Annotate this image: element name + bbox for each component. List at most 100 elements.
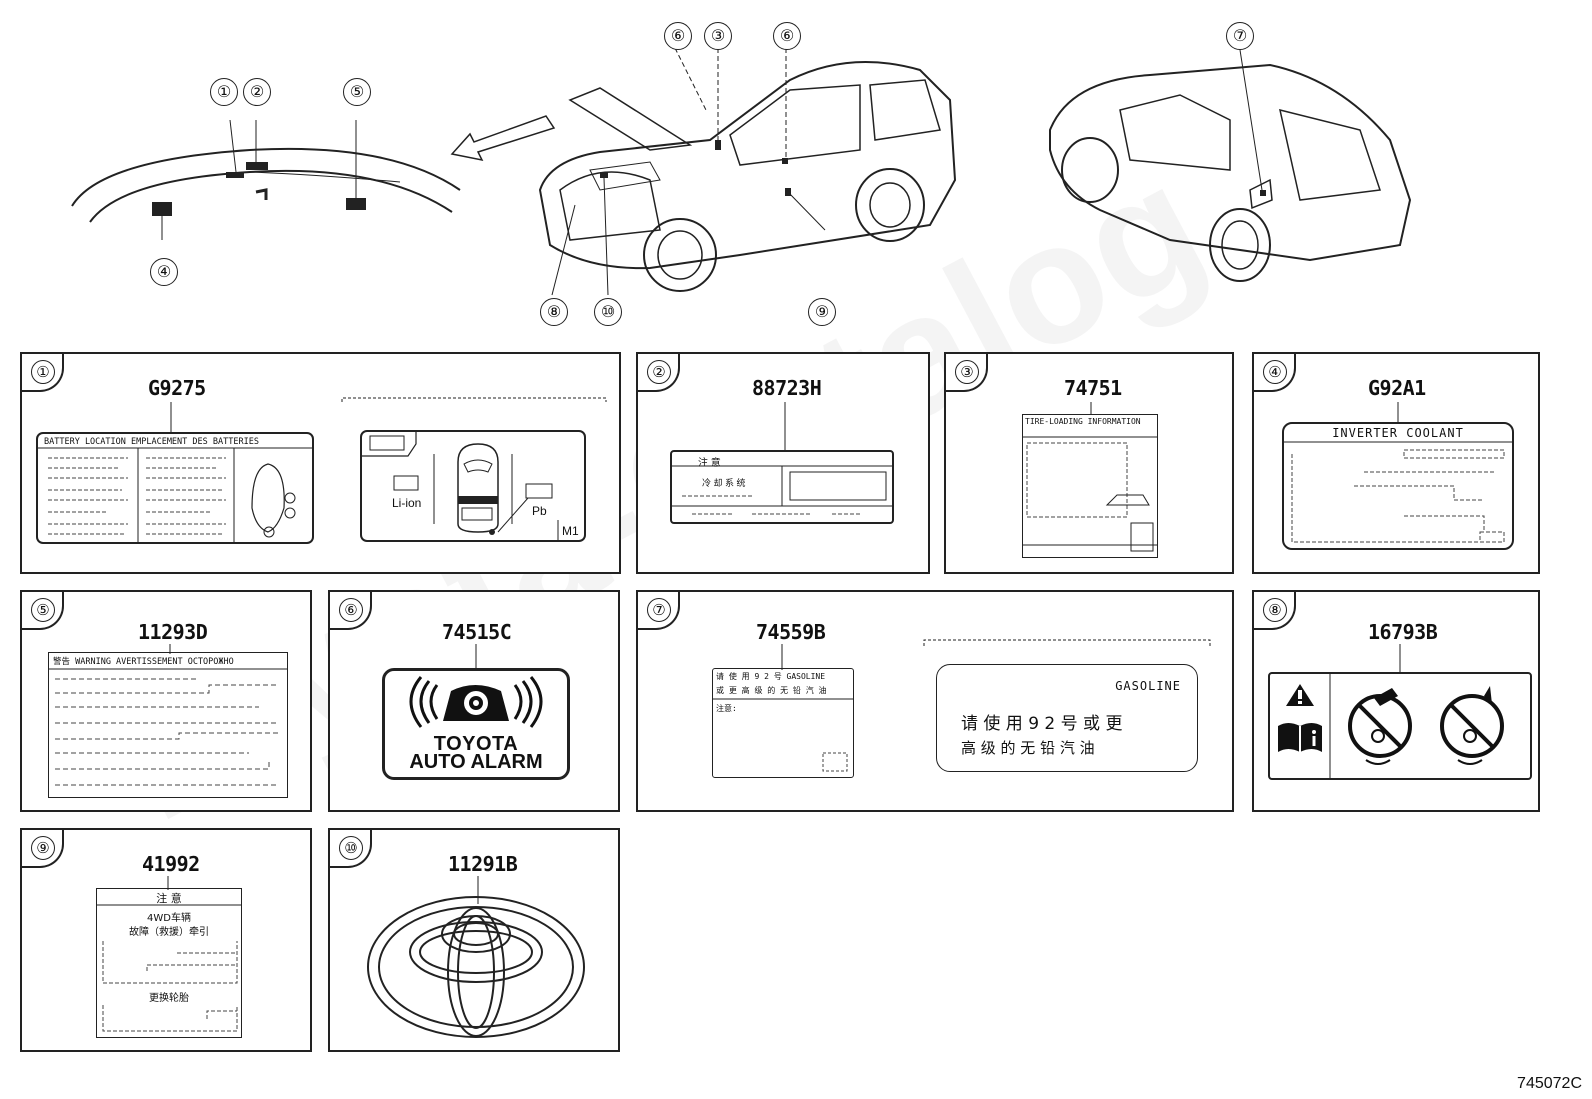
fuel-cn-line2: 高 级 的 无 铅 汽 油 — [961, 739, 1095, 757]
panel-3: ③ 74751 TIRE-LOADING INFORMATION — [944, 352, 1234, 574]
label-body — [672, 465, 892, 515]
part-number: G9275 — [148, 376, 206, 400]
tire-change-title: 更换轮胎 — [149, 993, 189, 1004]
battery-location-body — [38, 447, 312, 542]
alarm-waves-icon — [409, 676, 543, 728]
label-title: 注 意 — [698, 458, 721, 469]
leader-line — [1090, 402, 1092, 414]
auto-alarm-label: TOYOTA AUTO ALARM — [382, 668, 570, 780]
leader-line — [784, 402, 786, 450]
panel-number: ② — [638, 354, 680, 392]
auto-alarm-text: AUTO ALARM — [409, 751, 543, 773]
coolant-caution-label: 注 意 冷 却 系 统 — [670, 450, 894, 524]
caution-title: 注 意 — [156, 892, 182, 905]
panel-7: ⑦ 74559B 请 使 用 9 2 号 GASOLINE 或 更 高 级 的 … — [636, 590, 1234, 812]
part-number: 88723H — [752, 376, 822, 400]
fuel-small-note: 注意: — [716, 704, 737, 713]
direction-arrow — [450, 115, 556, 162]
panel-number: ⑨ — [22, 830, 64, 868]
callout-6b: ⑥ — [773, 22, 801, 50]
panel-number: ④ — [1254, 354, 1296, 392]
battery-location-label: BATTERY LOCATION EMPLACEMENT DES BATTERI… — [36, 432, 314, 544]
fuel-small-line2: 或 更 高 级 的 无 铅 汽 油 — [716, 686, 827, 695]
pb-text: Pb — [532, 504, 547, 518]
li-ion-text: Li-ion — [392, 496, 422, 510]
callout-5: ⑤ — [343, 78, 371, 106]
leader-line — [1399, 644, 1401, 674]
reference-number: 745072C — [1517, 1075, 1582, 1092]
hood-underside-illustration — [71, 119, 461, 240]
callout-4: ④ — [150, 258, 178, 286]
rear-vehicle-illustration — [1049, 49, 1412, 282]
fuel-label-small: 请 使 用 9 2 号 GASOLINE 或 更 高 级 的 无 铅 汽 油 注… — [712, 668, 854, 778]
panel-9: ⑨ 41992 注 意 4WD车辆 故障（救援）牵引 更换轮胎 — [20, 828, 312, 1052]
panel-5: ⑤ 11293D 警告 WARNING AVERTISSEMENT OCTOPO… — [20, 590, 312, 812]
warning-multilingual-label: 警告 WARNING AVERTISSEMENT OCTOPOЖHO — [48, 652, 288, 798]
leader-line — [477, 876, 479, 904]
warning-title: 警告 WARNING AVERTISSEMENT OCTOPOЖHO — [53, 657, 234, 667]
part-number: 74559B — [756, 620, 826, 644]
callout-3: ③ — [704, 22, 732, 50]
part-number: 74515C — [442, 620, 512, 644]
part-number: G92A1 — [1368, 376, 1426, 400]
battery-type-graphic — [362, 432, 559, 540]
no-tool-fan-icon — [1440, 694, 1504, 758]
inverter-coolant-title: INVERTER COOLANT — [1332, 426, 1464, 440]
tow-subtitle: 故障（救援）牵引 — [129, 927, 209, 938]
battery-location-title: BATTERY LOCATION EMPLACEMENT DES BATTERI… — [44, 437, 259, 447]
panel-8: ⑧ 16793B — [1252, 590, 1540, 812]
callout-1: ① — [210, 78, 238, 106]
front-vehicle-illustration — [538, 47, 957, 296]
panel-1: ① G9275 BATTERY LOCATION EMPLACEMENT DES… — [20, 352, 621, 574]
m1-text: M1 — [562, 524, 579, 538]
inverter-coolant-label: INVERTER COOLANT — [1282, 422, 1514, 550]
fan-warning-graphic — [1278, 674, 1504, 778]
part-number: 74751 — [1064, 376, 1122, 400]
panel-2: ② 88723H 注 意 冷 却 系 统 — [636, 352, 930, 574]
callout-10: ⑩ — [594, 298, 622, 326]
inverter-coolant-body — [1284, 441, 1512, 543]
panel-number: ⑧ — [1254, 592, 1296, 630]
toyota-text: TOYOTA — [433, 733, 519, 755]
panel-number: ⑦ — [638, 592, 680, 630]
callout-8: ⑧ — [540, 298, 568, 326]
gasoline-text: GASOLINE — [1115, 679, 1181, 693]
leader-line — [475, 644, 477, 670]
callout-6a: ⑥ — [664, 22, 692, 50]
part-number: 41992 — [142, 852, 200, 876]
panel-number: ⑥ — [330, 592, 372, 630]
tow-caution-body — [97, 904, 241, 1032]
panel-6: ⑥ 74515C TOYOTA AUTO ALARM — [328, 590, 620, 812]
part-number: 16793B — [1368, 620, 1438, 644]
warning-body — [49, 668, 287, 786]
part-number: 11293D — [138, 620, 208, 644]
panel-number: ⑩ — [330, 830, 372, 868]
4wd-title: 4WD车辆 — [147, 913, 191, 924]
panel-number: ⑤ — [22, 592, 64, 630]
leader-line — [781, 639, 1211, 670]
panel-10: ⑩ 11291B — [328, 828, 620, 1052]
battery-type-label: Li-ion Pb M1 — [360, 430, 586, 542]
callout-9: ⑨ — [808, 298, 836, 326]
fuel-label-large: GASOLINE 请 使 用 9 2 号 或 更 高 级 的 无 铅 汽 油 — [936, 664, 1198, 772]
panel-number: ① — [22, 354, 64, 392]
label-subtitle: 冷 却 系 统 — [702, 478, 746, 488]
leader-line — [169, 644, 171, 654]
tow-caution-label: 注 意 4WD车辆 故障（救援）牵引 更换轮胎 — [96, 888, 242, 1038]
leader-line — [170, 397, 607, 432]
fuel-small-line1: 请 使 用 9 2 号 GASOLINE — [716, 672, 826, 681]
tire-loading-title: TIRE-LOADING INFORMATION — [1025, 417, 1141, 426]
panel-4: ④ G92A1 INVERTER COOLANT — [1252, 352, 1540, 574]
toyota-emblem-icon — [367, 896, 585, 1038]
leader-line — [167, 876, 169, 890]
tire-loading-label: TIRE-LOADING INFORMATION — [1022, 414, 1158, 558]
panel-number: ③ — [946, 354, 988, 392]
tire-loading-body — [1023, 436, 1157, 552]
callout-7: ⑦ — [1226, 22, 1254, 50]
fuel-cn-line1: 请 使 用 9 2 号 或 更 — [961, 714, 1123, 734]
part-number: 11291B — [448, 852, 518, 876]
fuel-small-body — [713, 698, 853, 772]
callout-2: ② — [243, 78, 271, 106]
fan-warning-label — [1268, 672, 1532, 780]
leader-line — [1397, 402, 1399, 424]
